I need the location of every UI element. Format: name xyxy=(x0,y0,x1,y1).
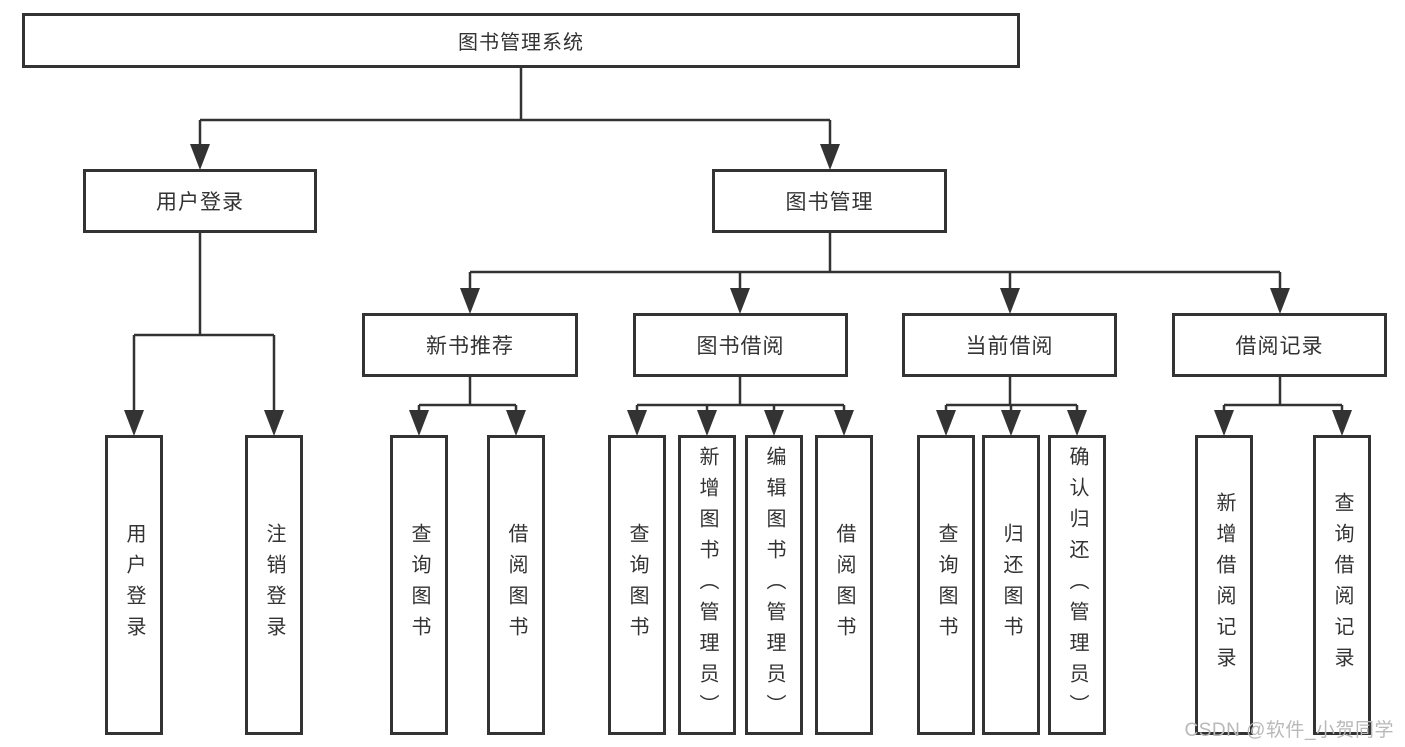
arrowhead xyxy=(1000,288,1020,314)
leaf-br-query-record-label: 查询借阅记录 xyxy=(1331,492,1353,678)
leaf-cb-confirm-return-admin: 确认归还（管理员） xyxy=(1048,435,1106,735)
arrowhead xyxy=(409,410,429,436)
leaf-bb-borrow-books-label: 借阅图书 xyxy=(833,523,855,647)
arrowhead xyxy=(460,288,480,314)
leaf-bb-edit-books-admin: 编辑图书（管理员） xyxy=(745,435,803,735)
leaf-cb-query-books: 查询图书 xyxy=(917,435,975,735)
leaf-cb-query-books-label: 查询图书 xyxy=(935,523,957,647)
node-new-book-recommend-label: 新书推荐 xyxy=(426,335,514,358)
leaf-cb-return-books: 归还图书 xyxy=(982,435,1040,735)
leaf-bb-query-books-label: 查询图书 xyxy=(626,523,648,647)
node-borrow-records: 借阅记录 xyxy=(1172,313,1387,377)
arrowhead xyxy=(190,144,210,170)
leaf-nbr-borrow-books-label: 借阅图书 xyxy=(505,523,527,647)
arrowhead xyxy=(936,410,956,436)
leaf-user-login: 用户登录 xyxy=(105,435,163,735)
arrowhead xyxy=(627,410,647,436)
watermark: CSDN @软件_小贺同学 xyxy=(1184,720,1394,741)
leaf-bb-borrow-books: 借阅图书 xyxy=(815,435,873,735)
leaf-nbr-borrow-books: 借阅图书 xyxy=(487,435,545,735)
arrowhead xyxy=(730,288,750,314)
leaf-bb-add-books-admin-label: 新增图书（管理员） xyxy=(696,445,718,725)
leaf-nbr-query-books-label: 查询图书 xyxy=(408,523,430,647)
node-user-login-label: 用户登录 xyxy=(156,191,244,214)
leaf-logout: 注销登录 xyxy=(245,435,303,735)
node-root: 图书管理系统 xyxy=(22,13,1020,68)
arrowhead xyxy=(264,410,284,436)
leaf-logout-label: 注销登录 xyxy=(263,523,285,647)
arrowhead xyxy=(1067,410,1087,436)
leaf-bb-add-books-admin: 新增图书（管理员） xyxy=(678,435,736,735)
leaf-cb-return-books-label: 归还图书 xyxy=(1000,523,1022,647)
arrowhead xyxy=(834,410,854,436)
node-book-management: 图书管理 xyxy=(712,169,947,233)
node-new-book-recommend: 新书推荐 xyxy=(362,313,578,377)
connector-current-borrow-to-leaves xyxy=(944,377,1079,412)
leaf-br-add-record: 新增借阅记录 xyxy=(1195,435,1253,735)
connector-borrow-records-to-leaves xyxy=(1222,377,1344,412)
leaf-br-add-record-label: 新增借阅记录 xyxy=(1213,492,1235,678)
arrowhead xyxy=(1332,410,1352,436)
arrowhead xyxy=(1001,410,1021,436)
arrowhead xyxy=(1214,410,1234,436)
node-user-login: 用户登录 xyxy=(83,169,317,233)
node-current-borrow-label: 当前借阅 xyxy=(965,335,1054,358)
arrowhead xyxy=(820,144,840,170)
node-borrow-records-label: 借阅记录 xyxy=(1235,335,1324,358)
node-root-label: 图书管理系统 xyxy=(458,32,584,54)
connector-book-management-to-level3 xyxy=(468,233,1282,290)
arrowhead xyxy=(1270,288,1290,314)
leaf-br-query-record: 查询借阅记录 xyxy=(1313,435,1371,735)
connector-user-login-to-leaves xyxy=(132,232,276,412)
leaf-user-login-label: 用户登录 xyxy=(123,523,145,647)
leaf-cb-confirm-return-admin-label: 确认归还（管理员） xyxy=(1066,445,1088,725)
connector-new-book-recommend-to-leaves xyxy=(417,377,518,412)
arrowhead xyxy=(124,410,144,436)
node-current-borrow: 当前借阅 xyxy=(902,313,1117,377)
node-book-borrow-label: 图书借阅 xyxy=(696,335,785,358)
node-book-borrow: 图书借阅 xyxy=(633,313,848,377)
leaf-nbr-query-books: 查询图书 xyxy=(390,435,448,735)
connector-book-borrow-to-leaves xyxy=(635,377,846,412)
leaf-bb-edit-books-admin-label: 编辑图书（管理员） xyxy=(763,445,785,725)
leaf-bb-query-books: 查询图书 xyxy=(608,435,666,735)
node-book-management-label: 图书管理 xyxy=(785,191,874,214)
arrowhead xyxy=(506,410,526,436)
connector-root-to-level2 xyxy=(198,68,832,146)
arrowhead xyxy=(697,410,717,436)
arrowhead xyxy=(764,410,784,436)
